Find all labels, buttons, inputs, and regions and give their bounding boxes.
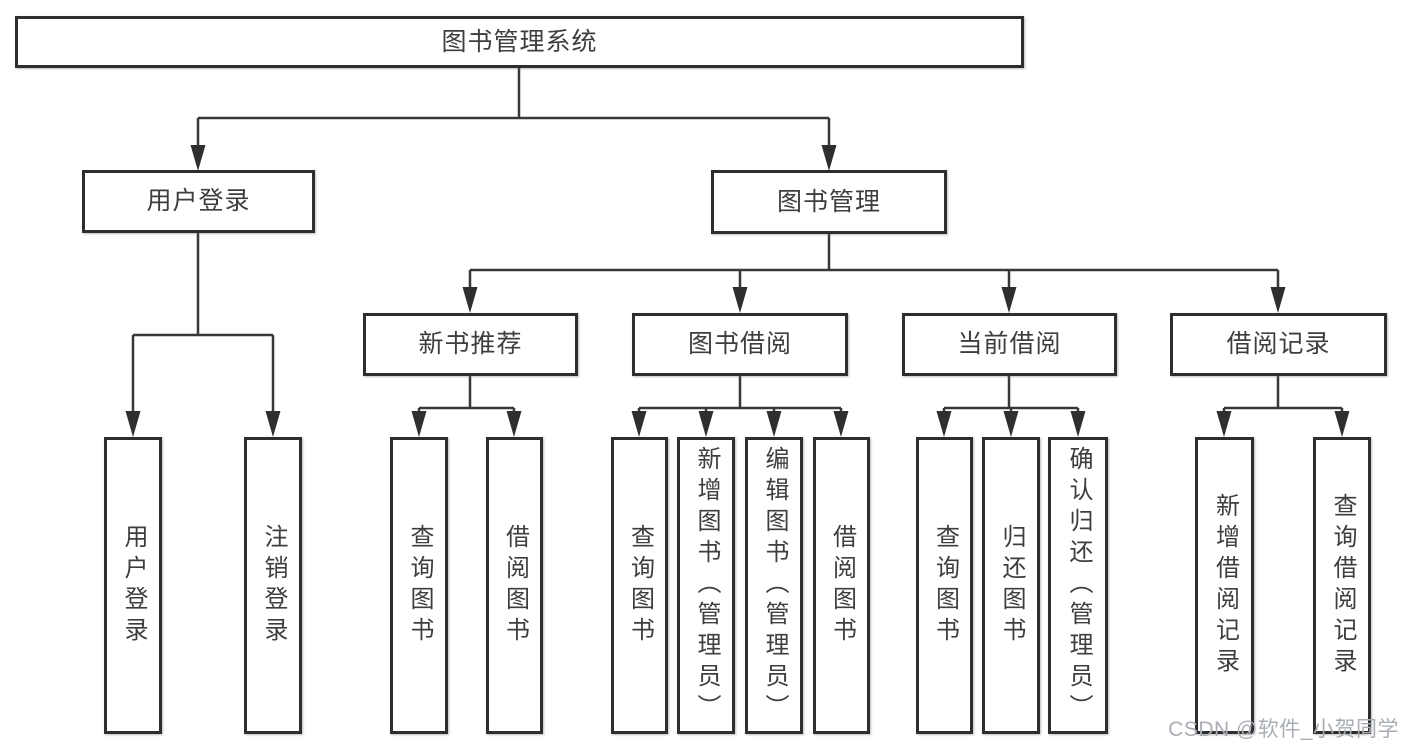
node-query-books-current: 查询图书	[916, 437, 973, 734]
node-label: 用户登录	[146, 187, 251, 215]
node-label: 确认归还（管理员）	[1065, 446, 1092, 725]
node-label: 图书管理系统	[441, 27, 598, 56]
node-label: 借阅图书	[828, 523, 856, 648]
node-label: 新书推荐	[418, 330, 523, 358]
node-edit-books-admin: 编辑图书（管理员）	[745, 437, 803, 734]
node-label: 新增借阅记录	[1211, 492, 1239, 679]
node-label: 新增图书（管理员）	[693, 446, 720, 725]
node-query-books-borrowing: 查询图书	[611, 437, 668, 734]
node-borrow-books-borrowing: 借阅图书	[813, 437, 870, 734]
node-return-books: 归还图书	[982, 437, 1040, 734]
node-label: 当前借阅	[957, 330, 1062, 358]
watermark: CSDN @软件_小贺同学	[1168, 718, 1399, 741]
node-borrowing-records: 借阅记录	[1170, 313, 1387, 376]
node-label: 归还图书	[998, 523, 1025, 648]
node-label: 注销登录	[260, 523, 287, 648]
node-label: 查询图书	[406, 523, 433, 648]
node-add-borrow-record: 新增借阅记录	[1195, 437, 1254, 734]
node-user-login: 用户登录	[82, 170, 315, 233]
node-label: 查询图书	[626, 523, 654, 648]
node-book-management: 图书管理	[711, 170, 947, 234]
node-confirm-return-admin: 确认归还（管理员）	[1048, 437, 1108, 734]
node-book-borrowing: 图书借阅	[632, 313, 848, 376]
node-label: 借阅记录	[1226, 330, 1331, 358]
node-query-borrow-record: 查询借阅记录	[1313, 437, 1371, 734]
node-new-book-recommend: 新书推荐	[363, 313, 578, 376]
node-user-login-leaf: 用户登录	[104, 437, 162, 734]
node-label: 借阅图书	[501, 523, 529, 648]
node-root: 图书管理系统	[15, 16, 1024, 68]
node-current-borrowing: 当前借阅	[902, 313, 1117, 376]
node-query-books-recommend: 查询图书	[390, 437, 448, 734]
node-borrow-books-recommend: 借阅图书	[486, 437, 543, 734]
node-label: 查询借阅记录	[1329, 492, 1356, 679]
node-label: 查询图书	[931, 523, 959, 648]
node-label: 编辑图书（管理员）	[761, 446, 788, 725]
node-add-books-admin: 新增图书（管理员）	[677, 437, 735, 734]
node-label: 图书借阅	[687, 330, 792, 358]
node-label: 图书管理	[776, 187, 881, 216]
node-logout: 注销登录	[244, 437, 302, 734]
node-label: 用户登录	[120, 523, 147, 648]
